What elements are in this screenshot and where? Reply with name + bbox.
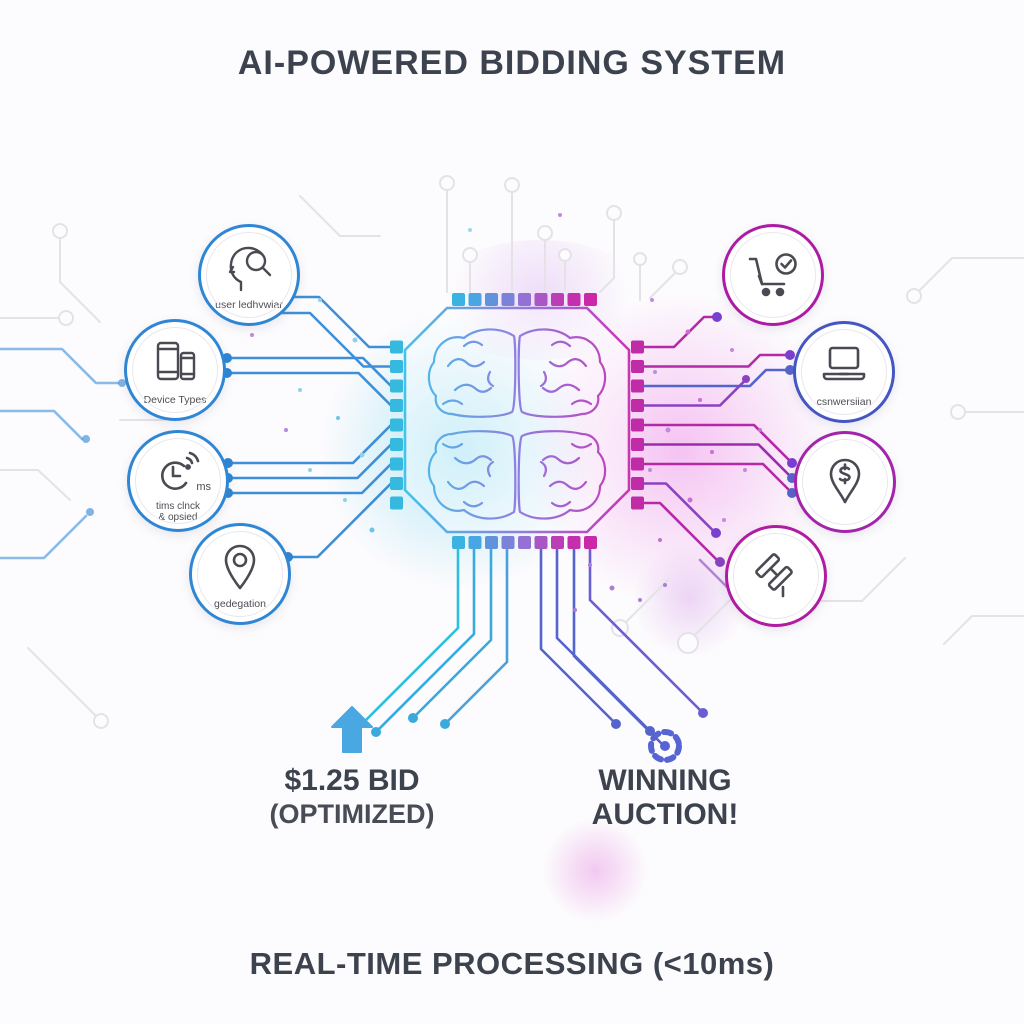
output-node-auction — [725, 525, 827, 627]
user-behavior-icon — [228, 246, 272, 292]
input-node-device-types: Device Types — [124, 319, 226, 421]
chip-pins-left — [390, 340, 403, 510]
input-node-label: Device Types — [143, 394, 207, 406]
sparkle-specks — [250, 213, 762, 612]
output-node-cost — [794, 431, 896, 533]
output-node-label: csnwersiian — [816, 396, 872, 408]
input-node-label: tims clnck & opsied — [156, 501, 200, 523]
page-title: AI-POWERED BIDDING SYSTEM — [237, 44, 787, 82]
chip-pins — [390, 293, 644, 549]
output-traces — [642, 315, 794, 607]
bid-result: $1.25 BID (OPTIMIZED) — [237, 764, 467, 830]
output-node-conversion: csnwersiian — [793, 321, 895, 423]
cart-check-icon — [748, 253, 797, 297]
input-node-geolocation: gedegation — [189, 523, 291, 625]
brain-illustration — [427, 328, 607, 520]
input-traces — [0, 295, 393, 560]
output-node-cart — [722, 224, 824, 326]
device-types-icon — [156, 341, 196, 381]
bid-amount: $1.25 BID — [284, 764, 420, 797]
chip-outline — [403, 306, 631, 534]
bid-traces — [349, 547, 509, 737]
input-node-time-clock: ms tims clnck & opsied — [127, 430, 229, 532]
bid-up-arrow-icon — [331, 706, 373, 753]
auction-line2: AUCTION! — [591, 798, 739, 831]
input-node-label: gedegation — [214, 598, 266, 610]
ms-badge: ms — [196, 481, 211, 493]
bid-qualifier: (OPTIMIZED) — [269, 799, 435, 829]
bid-trace-dots — [371, 713, 450, 737]
dollar-pin-icon — [829, 458, 861, 504]
chip-pins-bottom — [452, 536, 597, 549]
footer-label: REAL-TIME PROCESSING (<10ms) — [249, 946, 775, 981]
laptop-conversion-icon — [822, 346, 866, 381]
input-node-user-behavior: user ledhvwiar — [198, 224, 300, 326]
chip-pins-right — [631, 340, 644, 510]
auction-gavel-icon — [755, 553, 793, 598]
auction-trace-dots — [611, 708, 708, 736]
chip-pins-top — [452, 293, 597, 306]
winning-auction-icon — [648, 729, 682, 763]
geolocation-pin-icon — [224, 544, 256, 590]
auction-line1: WINNING — [598, 764, 732, 797]
time-clock-icon — [160, 451, 200, 490]
input-node-label: user ledhvwiar — [215, 299, 283, 311]
auction-result: WINNING AUCTION! — [550, 764, 780, 832]
